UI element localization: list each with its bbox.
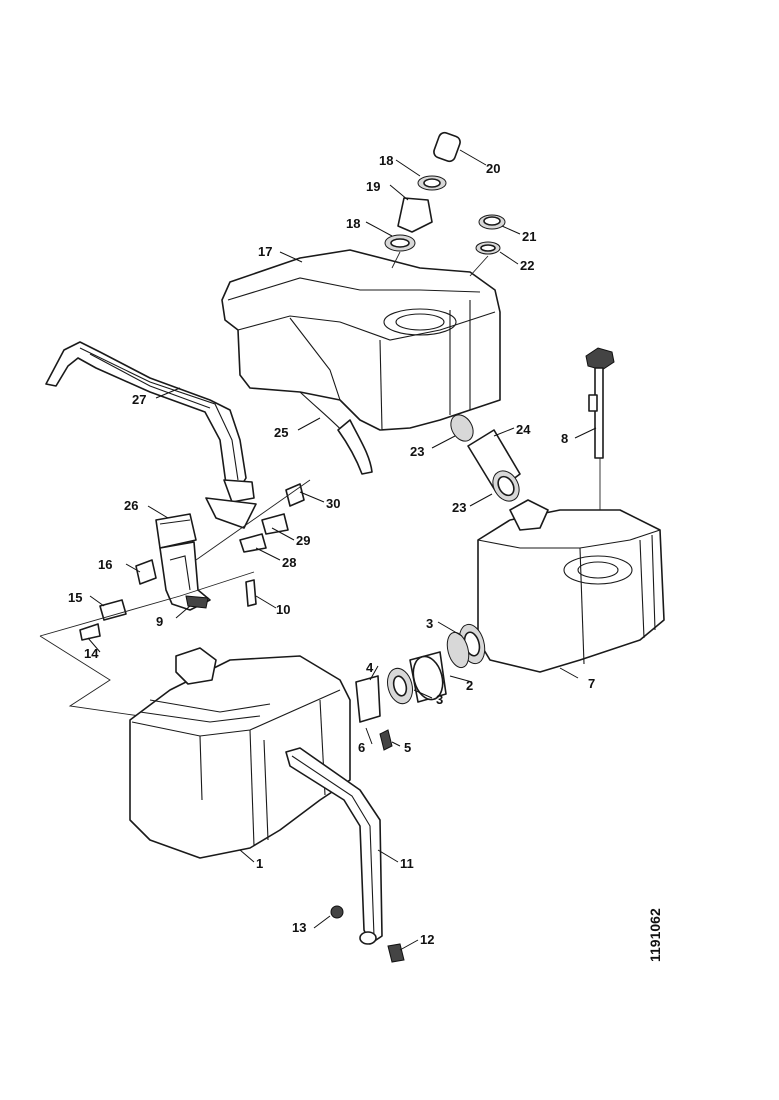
callout-8: 8 [561,431,568,446]
callout-17: 17 [258,244,272,259]
main-tank [129,647,351,859]
callout-22: 22 [520,258,534,273]
callout-18-lower: 18 [346,216,360,231]
callout-14: 14 [84,646,99,661]
callout-25: 25 [274,425,288,440]
strap-11 [285,747,405,963]
callout-18-top: 18 [379,153,393,168]
callout-27: 27 [132,392,146,407]
callout-4: 4 [366,660,374,675]
bracket-assembly [39,479,311,717]
filler-neck-parts [384,131,506,277]
callout-23-lower: 23 [452,500,466,515]
callout-3-lower: 3 [436,692,443,707]
callout-6-left: 6 [358,740,365,755]
callout-1: 1 [256,856,263,871]
strap-27 [45,341,257,529]
callout-11: 11 [400,856,414,871]
callout-labels: 18 19 18 20 21 22 17 25 27 23 24 8 23 26… [68,153,595,947]
callout-29: 29 [296,533,310,548]
callout-2: 2 [466,678,473,693]
callout-3-upper: 3 [426,616,433,631]
lower-hose [355,623,486,751]
callout-20: 20 [486,161,500,176]
callout-21: 21 [522,229,536,244]
document-number: 1191062 [647,908,663,962]
callout-24: 24 [516,422,531,437]
callout-30: 30 [326,496,340,511]
callout-10: 10 [276,602,290,617]
callout-28: 28 [282,555,296,570]
right-tank [477,499,665,673]
callout-16: 16 [98,557,112,572]
callout-13: 13 [292,920,306,935]
callout-19: 19 [366,179,380,194]
leader-lines [87,149,597,951]
callout-12: 12 [420,932,434,947]
callout-26: 26 [124,498,138,513]
callout-9: 9 [156,614,163,629]
callout-5: 5 [404,740,411,755]
upper-hose [450,414,521,502]
callout-7: 7 [588,676,595,691]
upper-tank [221,249,501,475]
callout-15: 15 [68,590,82,605]
callout-23-upper: 23 [410,444,424,459]
